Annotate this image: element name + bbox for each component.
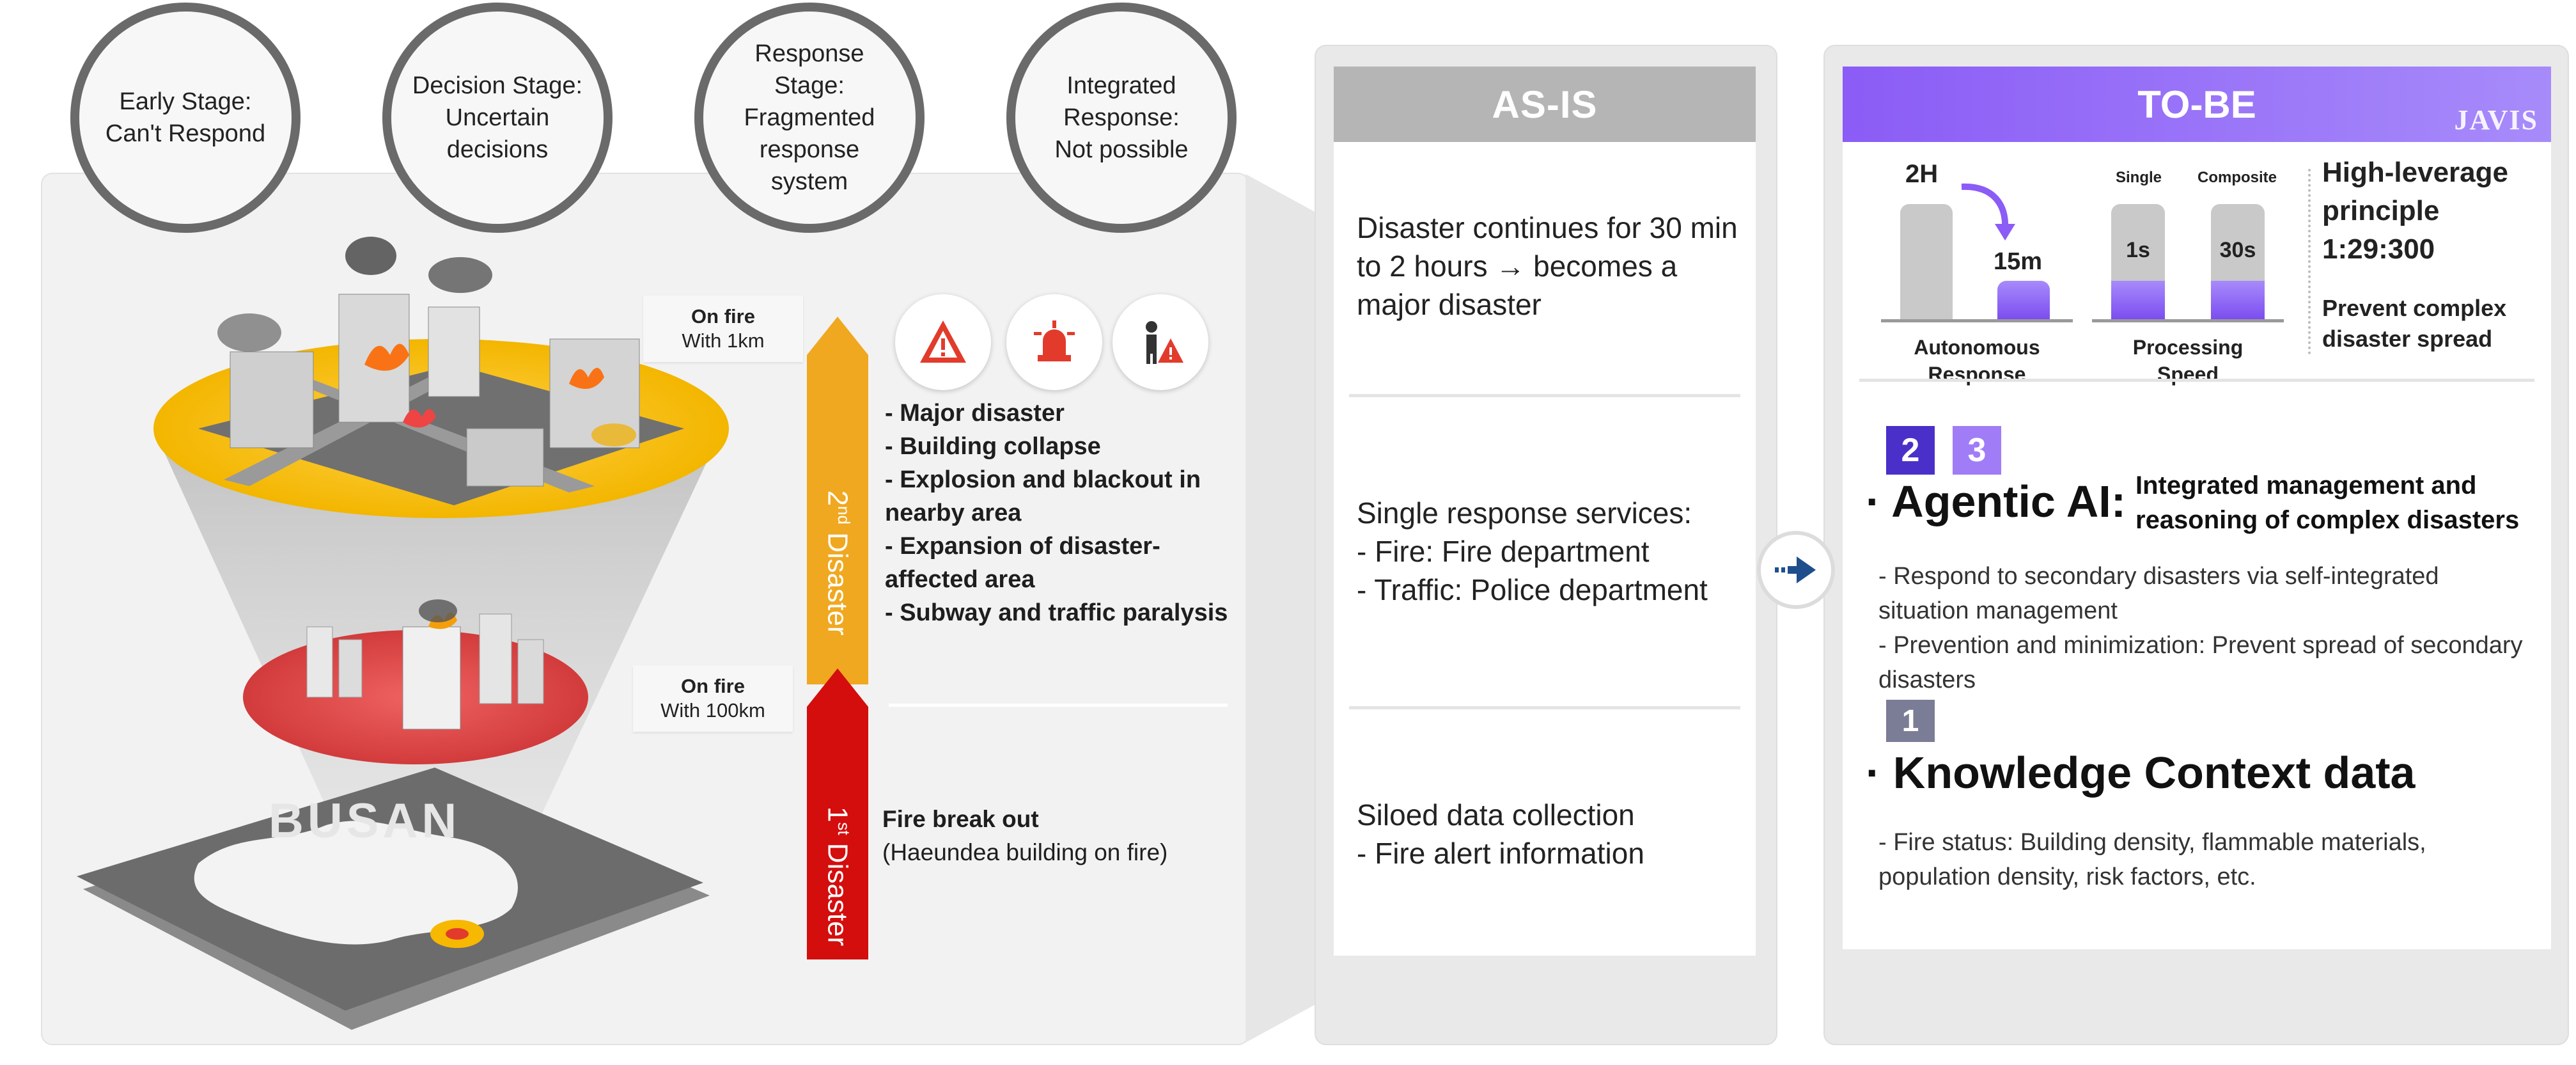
secondary-disaster-list: - Major disaster - Building collapse - E…: [885, 397, 1243, 629]
agentic-ai-title: · Agentic AI:: [1866, 477, 2127, 526]
agentic-ai-subtitle: Integrated management and reasoning of c…: [2135, 471, 2520, 534]
first-disaster-description: Fire break out (Haeundea building on fir…: [882, 806, 1168, 865]
badge-2: 2: [1886, 426, 1935, 475]
stage-decision: Decision Stage: Uncertain decisions: [382, 3, 613, 233]
list-item: - Explosion and blackout in nearby area: [885, 466, 1201, 526]
to-be-title: TO-BE: [1843, 67, 2551, 142]
second-disaster-label: 2nd Disaster: [822, 490, 854, 636]
javis-logo: JAVIS: [2454, 104, 2538, 136]
to-be-panel: TO-BE JAVIS 2H 15m Autonomous Response S…: [1823, 45, 2569, 1045]
disaster-escalation-arrow: [807, 317, 868, 959]
second-disaster-arrow-segment: [807, 317, 868, 684]
chart2-right-label: Composite: [2197, 169, 2277, 186]
chart1-bar-before: [1900, 204, 1953, 319]
busan-map-shape: [194, 821, 518, 945]
as-is-block-duration: Disaster continues for 30 min to 2 hours…: [1357, 211, 1738, 321]
burning-building-small: [402, 626, 461, 730]
fire-flame: [364, 343, 409, 371]
badge-1: 1: [1886, 700, 1935, 742]
panel-connector: [1245, 174, 1316, 1043]
stage-response: Response Stage: Fragmented response syst…: [694, 3, 925, 233]
badge-3: 3: [1953, 426, 2001, 475]
as-is-panel: AS-IS Disaster continues for 30 min to 2…: [1315, 45, 1777, 1045]
as-is-block-data: Siloed data collection - Fire alert info…: [1357, 798, 1644, 870]
principle-subtitle: Prevent complex disaster spread: [2322, 295, 2507, 352]
principle-title: High-leverage principle 1:29:300: [2322, 157, 2508, 265]
stage-integrated: Integrated Response: Not possible: [1006, 3, 1237, 233]
first-disaster-arrow-segment: [807, 668, 868, 959]
knowledge-context-title: · Knowledge Context data: [1866, 748, 2416, 798]
list-divider: [889, 704, 1228, 707]
chart2-label: Processing Speed: [2132, 336, 2244, 386]
chart2-left-value: 1s: [2126, 238, 2150, 262]
person-alert-icon: [1112, 294, 1208, 390]
as-is-title: AS-IS: [1334, 67, 1756, 142]
disaster-funnel-illustration: [77, 237, 729, 1030]
city-name-label: BUSAN: [269, 794, 461, 848]
list-item: - Major disaster: [885, 400, 1065, 427]
list-item: - Subway and traffic paralysis: [885, 599, 1228, 626]
chart1-label: Autonomous Response: [1914, 336, 2040, 386]
transition-arrow-icon: [1757, 531, 1835, 609]
warning-triangle-icon: [895, 294, 991, 390]
list-item: - Building collapse: [885, 433, 1101, 460]
agentic-ai-description: - Respond to secondary disasters via sel…: [1878, 563, 2523, 693]
chart2-left-label: Single: [2115, 169, 2162, 186]
first-disaster-label: 1st Disaster: [822, 806, 854, 947]
siren-icon: [1006, 294, 1102, 390]
smoke-plume: [345, 237, 396, 275]
curved-arrow-icon: [1961, 183, 2015, 241]
stage-early: Early Stage: Can't Respond: [70, 3, 301, 233]
collapsed-building: [230, 351, 314, 448]
list-item: - Expansion of disaster-affected area: [885, 533, 1160, 593]
knowledge-context-description: - Fire status: Building density, flammab…: [1878, 829, 2426, 890]
as-is-block-services: Single response services: - Fire: Fire d…: [1357, 496, 1708, 606]
chart2-right-value: 30s: [2219, 238, 2256, 262]
chart1-bar-value: 15m: [1994, 248, 2043, 275]
chart1-top-value: 2H: [1905, 160, 1939, 188]
chart1-bar-after: [1997, 281, 2050, 319]
